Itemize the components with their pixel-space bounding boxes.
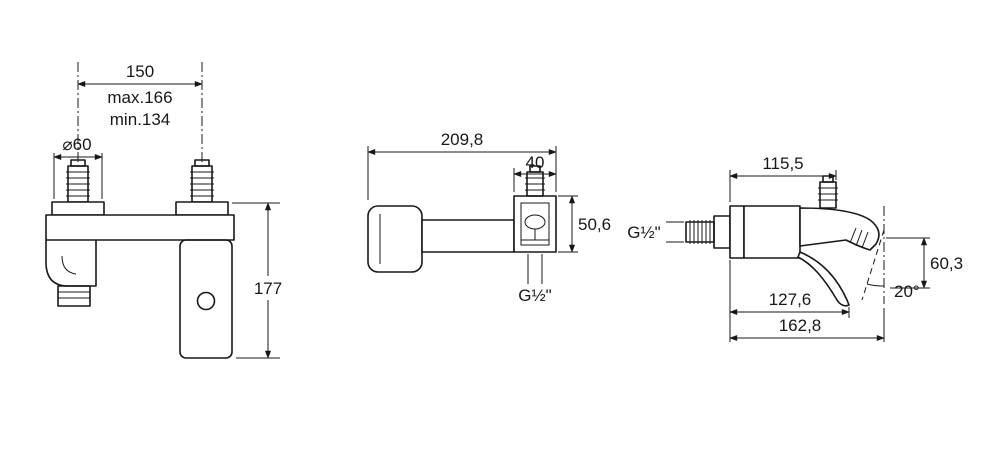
wall-escutcheon xyxy=(729,205,745,259)
dim-max166-label: max.166 xyxy=(107,88,172,107)
dim-209-label: 209,8 xyxy=(441,130,484,149)
shower-bracket xyxy=(513,195,557,253)
dim-115-label: 115,5 xyxy=(762,154,803,173)
supply-stud-right xyxy=(190,159,214,203)
dim-177-lines xyxy=(232,202,280,359)
dim-50-label: 50,6 xyxy=(578,215,611,234)
dim-50-lines xyxy=(558,195,578,253)
angle-label: 20° xyxy=(894,282,920,301)
dim-60-label: 60,3 xyxy=(930,254,963,273)
diverter-circle xyxy=(196,291,216,311)
dim-127-lines xyxy=(729,260,850,342)
body-side xyxy=(421,219,515,253)
dim-diameter-lines xyxy=(53,153,103,199)
dim-diameter-label: ⌀60 xyxy=(62,135,91,154)
body-profile xyxy=(743,205,801,259)
supply-stud-left xyxy=(66,159,90,203)
inlet-nut xyxy=(713,215,731,249)
dim-150-label: 150 xyxy=(126,62,154,81)
top-stud-profile xyxy=(818,175,838,209)
profile-view: 20° G½" 115,5 60,3 127,6 162,8 xyxy=(627,154,963,342)
thread-label-side: G½" xyxy=(518,286,551,305)
dim-40-label: 40 xyxy=(526,153,545,172)
angle-arc xyxy=(866,283,885,287)
lever-handle-profile xyxy=(797,251,850,307)
dim-127-label: 127,6 xyxy=(769,290,812,309)
dim-162-lines xyxy=(729,308,885,342)
spout-angle-line xyxy=(861,229,885,301)
mixer-body-bar xyxy=(45,214,235,241)
aerator xyxy=(57,285,91,307)
escutcheon-left xyxy=(51,201,105,216)
dim-min134-label: min.134 xyxy=(110,110,170,129)
spout-profile xyxy=(799,207,880,251)
inlet-pipe xyxy=(685,215,731,249)
thread-label-profile: G½" xyxy=(627,223,660,242)
body-leg-right xyxy=(179,239,233,359)
thread-profile-lines xyxy=(666,221,684,243)
lever-handle-side xyxy=(367,205,423,273)
dim-162-label: 162,8 xyxy=(779,316,822,335)
escutcheon-right xyxy=(175,201,229,216)
thread-side-lines xyxy=(527,254,543,284)
supply-centerlines xyxy=(77,62,203,164)
side-view: 209,8 40 50,6 G½" xyxy=(367,130,611,305)
dim-115-lines xyxy=(729,170,837,202)
dim-209-lines xyxy=(367,146,557,200)
front-view: 150 max.166 min.134 ⌀60 xyxy=(45,62,282,359)
dim-177-label: 177 xyxy=(254,279,282,298)
dim-40-lines xyxy=(513,168,557,192)
dim-60-lines xyxy=(886,237,930,289)
spout-front xyxy=(45,240,97,287)
